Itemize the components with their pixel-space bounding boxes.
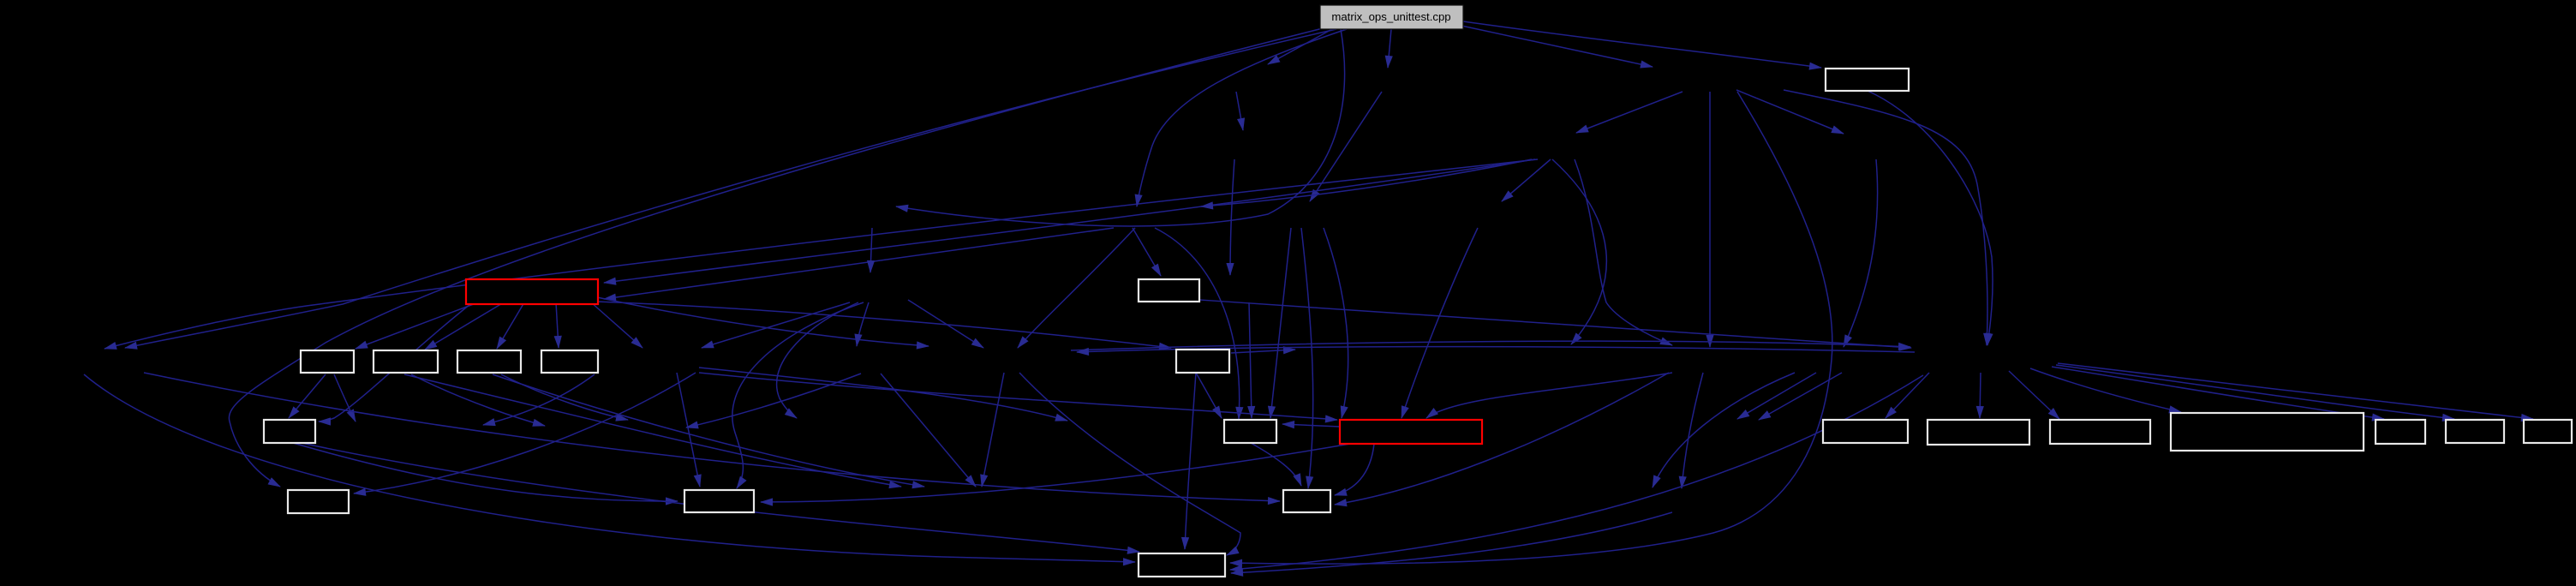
svg-text:matrix_ops_unittest.cpp: matrix_ops_unittest.cpp [1331, 10, 1450, 23]
